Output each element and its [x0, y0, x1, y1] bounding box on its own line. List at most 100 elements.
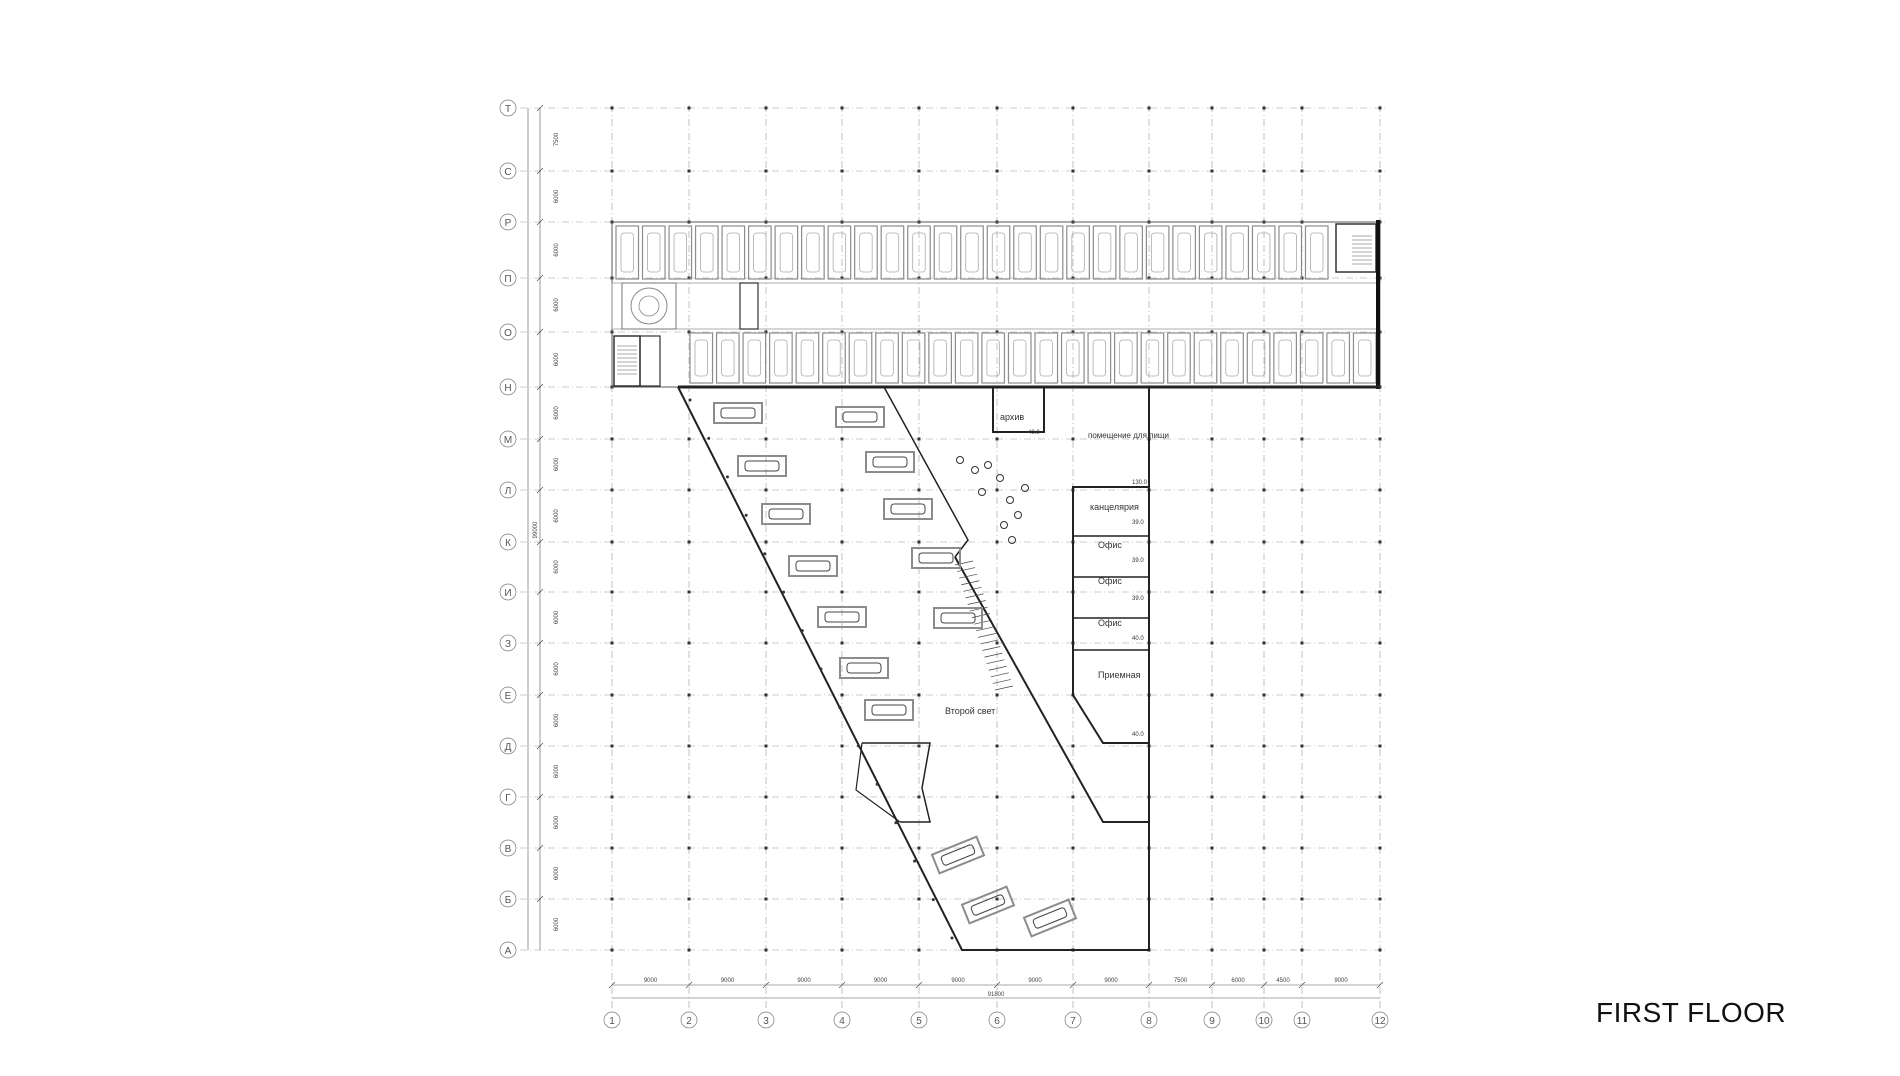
page-title: FIRST FLOOR — [1596, 997, 1787, 1028]
car-body — [768, 508, 804, 520]
dimension-tick — [1298, 981, 1306, 989]
parking-space — [1225, 225, 1250, 280]
row-axis-bubble — [499, 269, 517, 287]
stair-tread — [957, 567, 976, 572]
row-axis-bubble — [499, 213, 517, 231]
dimension-tick — [1208, 981, 1216, 989]
column-marker — [687, 540, 691, 544]
parked-car — [779, 232, 794, 273]
display-car — [960, 885, 1016, 925]
parking-space — [615, 225, 640, 280]
parking-aisle — [611, 282, 1381, 330]
column-axis-label: 11 — [1297, 1016, 1308, 1027]
column-marker — [1210, 330, 1214, 334]
parked-car — [647, 232, 661, 273]
column-axis-label: 1 — [609, 1016, 615, 1027]
parked-car — [938, 232, 953, 273]
parked-car — [1039, 339, 1053, 377]
column-marker — [840, 693, 844, 697]
facade-mullion — [800, 629, 804, 633]
parking-space — [907, 225, 931, 280]
parking-space — [1326, 332, 1351, 384]
ramp-box — [621, 282, 677, 330]
car-pad — [883, 498, 933, 520]
column-marker — [610, 437, 614, 441]
facade-mullion — [763, 552, 767, 556]
column-marker — [917, 744, 921, 748]
lounge-furniture — [1021, 484, 1029, 492]
display-car — [883, 498, 933, 520]
car-body — [918, 552, 954, 564]
column-marker — [1210, 106, 1214, 110]
column-dimension-text: 9000 — [951, 978, 965, 984]
stair-tread — [975, 626, 995, 632]
column-marker — [995, 106, 999, 110]
column-axis-label: 3 — [763, 1016, 769, 1027]
column-marker — [917, 897, 921, 901]
column-marker — [764, 795, 768, 799]
row-dimension-text: 6000 — [554, 610, 560, 624]
parked-car — [1331, 339, 1345, 377]
column-dimension-text: 6000 — [1231, 978, 1245, 984]
car-body — [970, 894, 1006, 916]
column-marker — [764, 846, 768, 850]
parking-space — [1198, 225, 1223, 280]
column-dimension-text: 9000 — [797, 978, 811, 984]
parking-space — [1092, 225, 1117, 280]
parking-space — [822, 332, 846, 384]
dimension-tick — [1376, 981, 1384, 989]
column-marker — [764, 590, 768, 594]
stair-tread — [961, 580, 980, 586]
column-marker — [840, 106, 844, 110]
showroom-cars — [713, 402, 1078, 938]
parking-space — [1167, 332, 1191, 384]
column-marker — [840, 795, 844, 799]
row-dimension-text: 6000 — [554, 713, 560, 727]
column-marker — [1071, 795, 1075, 799]
column-marker — [1071, 744, 1075, 748]
row-axis-label: Г — [505, 793, 511, 804]
column-marker — [1210, 693, 1214, 697]
stair-tread — [959, 573, 978, 579]
column-marker — [687, 641, 691, 645]
row-axis-bubble — [499, 634, 517, 652]
room-area-office-1: 39.0 — [1132, 558, 1144, 564]
column-marker — [1300, 169, 1304, 173]
column-marker — [1300, 641, 1304, 645]
car-body — [1032, 907, 1068, 929]
dimension-tick — [536, 538, 544, 546]
column-marker — [764, 437, 768, 441]
parked-car — [1124, 232, 1138, 273]
parked-car — [827, 339, 841, 377]
column-marker — [764, 641, 768, 645]
parked-car — [933, 339, 947, 377]
column-axis-bubble — [833, 1011, 851, 1029]
column-marker — [1210, 744, 1214, 748]
column-marker — [1071, 169, 1075, 173]
row-axis-label: Л — [505, 486, 512, 497]
car-body — [846, 662, 882, 674]
car-body — [871, 704, 907, 716]
column-dimension-text: 9000 — [874, 978, 888, 984]
room-label-double-height: Второй свет — [945, 706, 995, 716]
car-pad — [865, 451, 915, 473]
car-pad — [839, 657, 889, 679]
column-marker — [764, 897, 768, 901]
parking-space — [1114, 332, 1138, 384]
parking-space — [1299, 332, 1324, 384]
room-label-archive: архив — [1000, 412, 1024, 422]
column-marker — [1300, 795, 1304, 799]
column-dimension-text: 4500 — [1276, 978, 1290, 984]
parking-space — [1145, 225, 1170, 280]
facade-mullion — [856, 744, 860, 748]
parking-space — [1087, 332, 1112, 384]
car-pad — [933, 607, 983, 629]
car-body — [940, 844, 976, 866]
column-axis-label: 7 — [1070, 1016, 1076, 1027]
parking-space — [1246, 332, 1271, 384]
column-marker — [917, 330, 921, 334]
row-axis-label: З — [505, 639, 511, 650]
room-area-chancellery: 39.0 — [1132, 520, 1144, 526]
column-marker — [917, 795, 921, 799]
wall-office-corridor — [1072, 486, 1149, 744]
